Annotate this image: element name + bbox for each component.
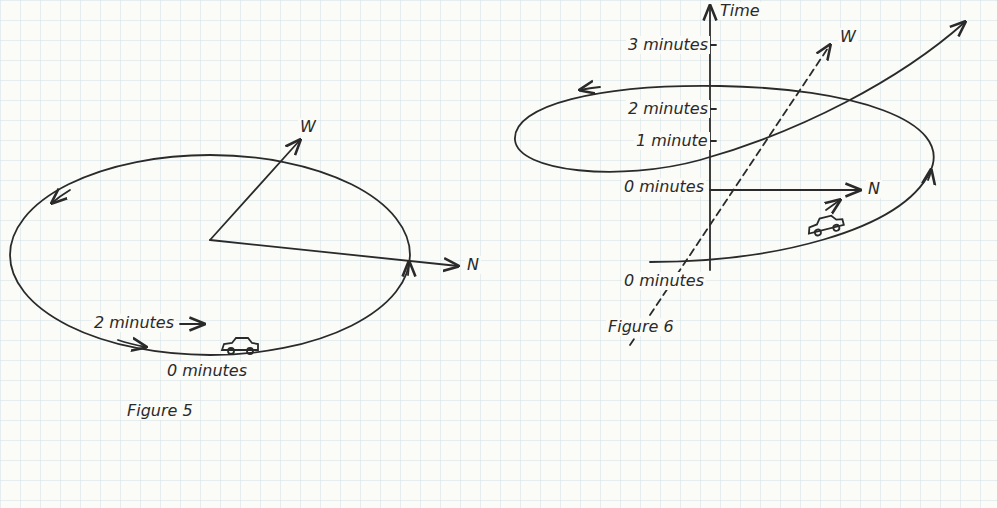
car xyxy=(222,338,258,354)
axis-label: Time xyxy=(718,2,762,20)
n-axis xyxy=(210,240,458,266)
direction-arrow xyxy=(928,170,931,180)
time-label: 1 minute xyxy=(634,132,710,150)
car xyxy=(806,213,845,237)
time-label: 0 minutes xyxy=(622,272,706,290)
direction-arrow xyxy=(408,262,409,275)
figure-caption: Figure 6 xyxy=(606,318,676,336)
direction-arrow xyxy=(118,340,146,347)
direction-arrow xyxy=(580,87,600,90)
time-label: 2 minutes xyxy=(626,100,710,118)
figure-caption: Figure 5 xyxy=(125,402,195,420)
time-label: 0 minutes xyxy=(165,362,249,380)
w-axis xyxy=(210,140,300,240)
time-label: 2 minutes xyxy=(92,314,176,332)
small-arrow xyxy=(826,200,840,210)
axis-label: W xyxy=(298,118,318,136)
direction-arrow xyxy=(52,190,70,203)
axis-label: W xyxy=(838,28,858,46)
axis-label: N xyxy=(866,180,882,198)
axis-label: N xyxy=(465,256,481,274)
time-label: 0 minutes xyxy=(622,178,706,196)
time-label: 3 minutes xyxy=(626,36,710,54)
helix-path xyxy=(515,22,965,262)
small-arrow xyxy=(180,323,204,325)
